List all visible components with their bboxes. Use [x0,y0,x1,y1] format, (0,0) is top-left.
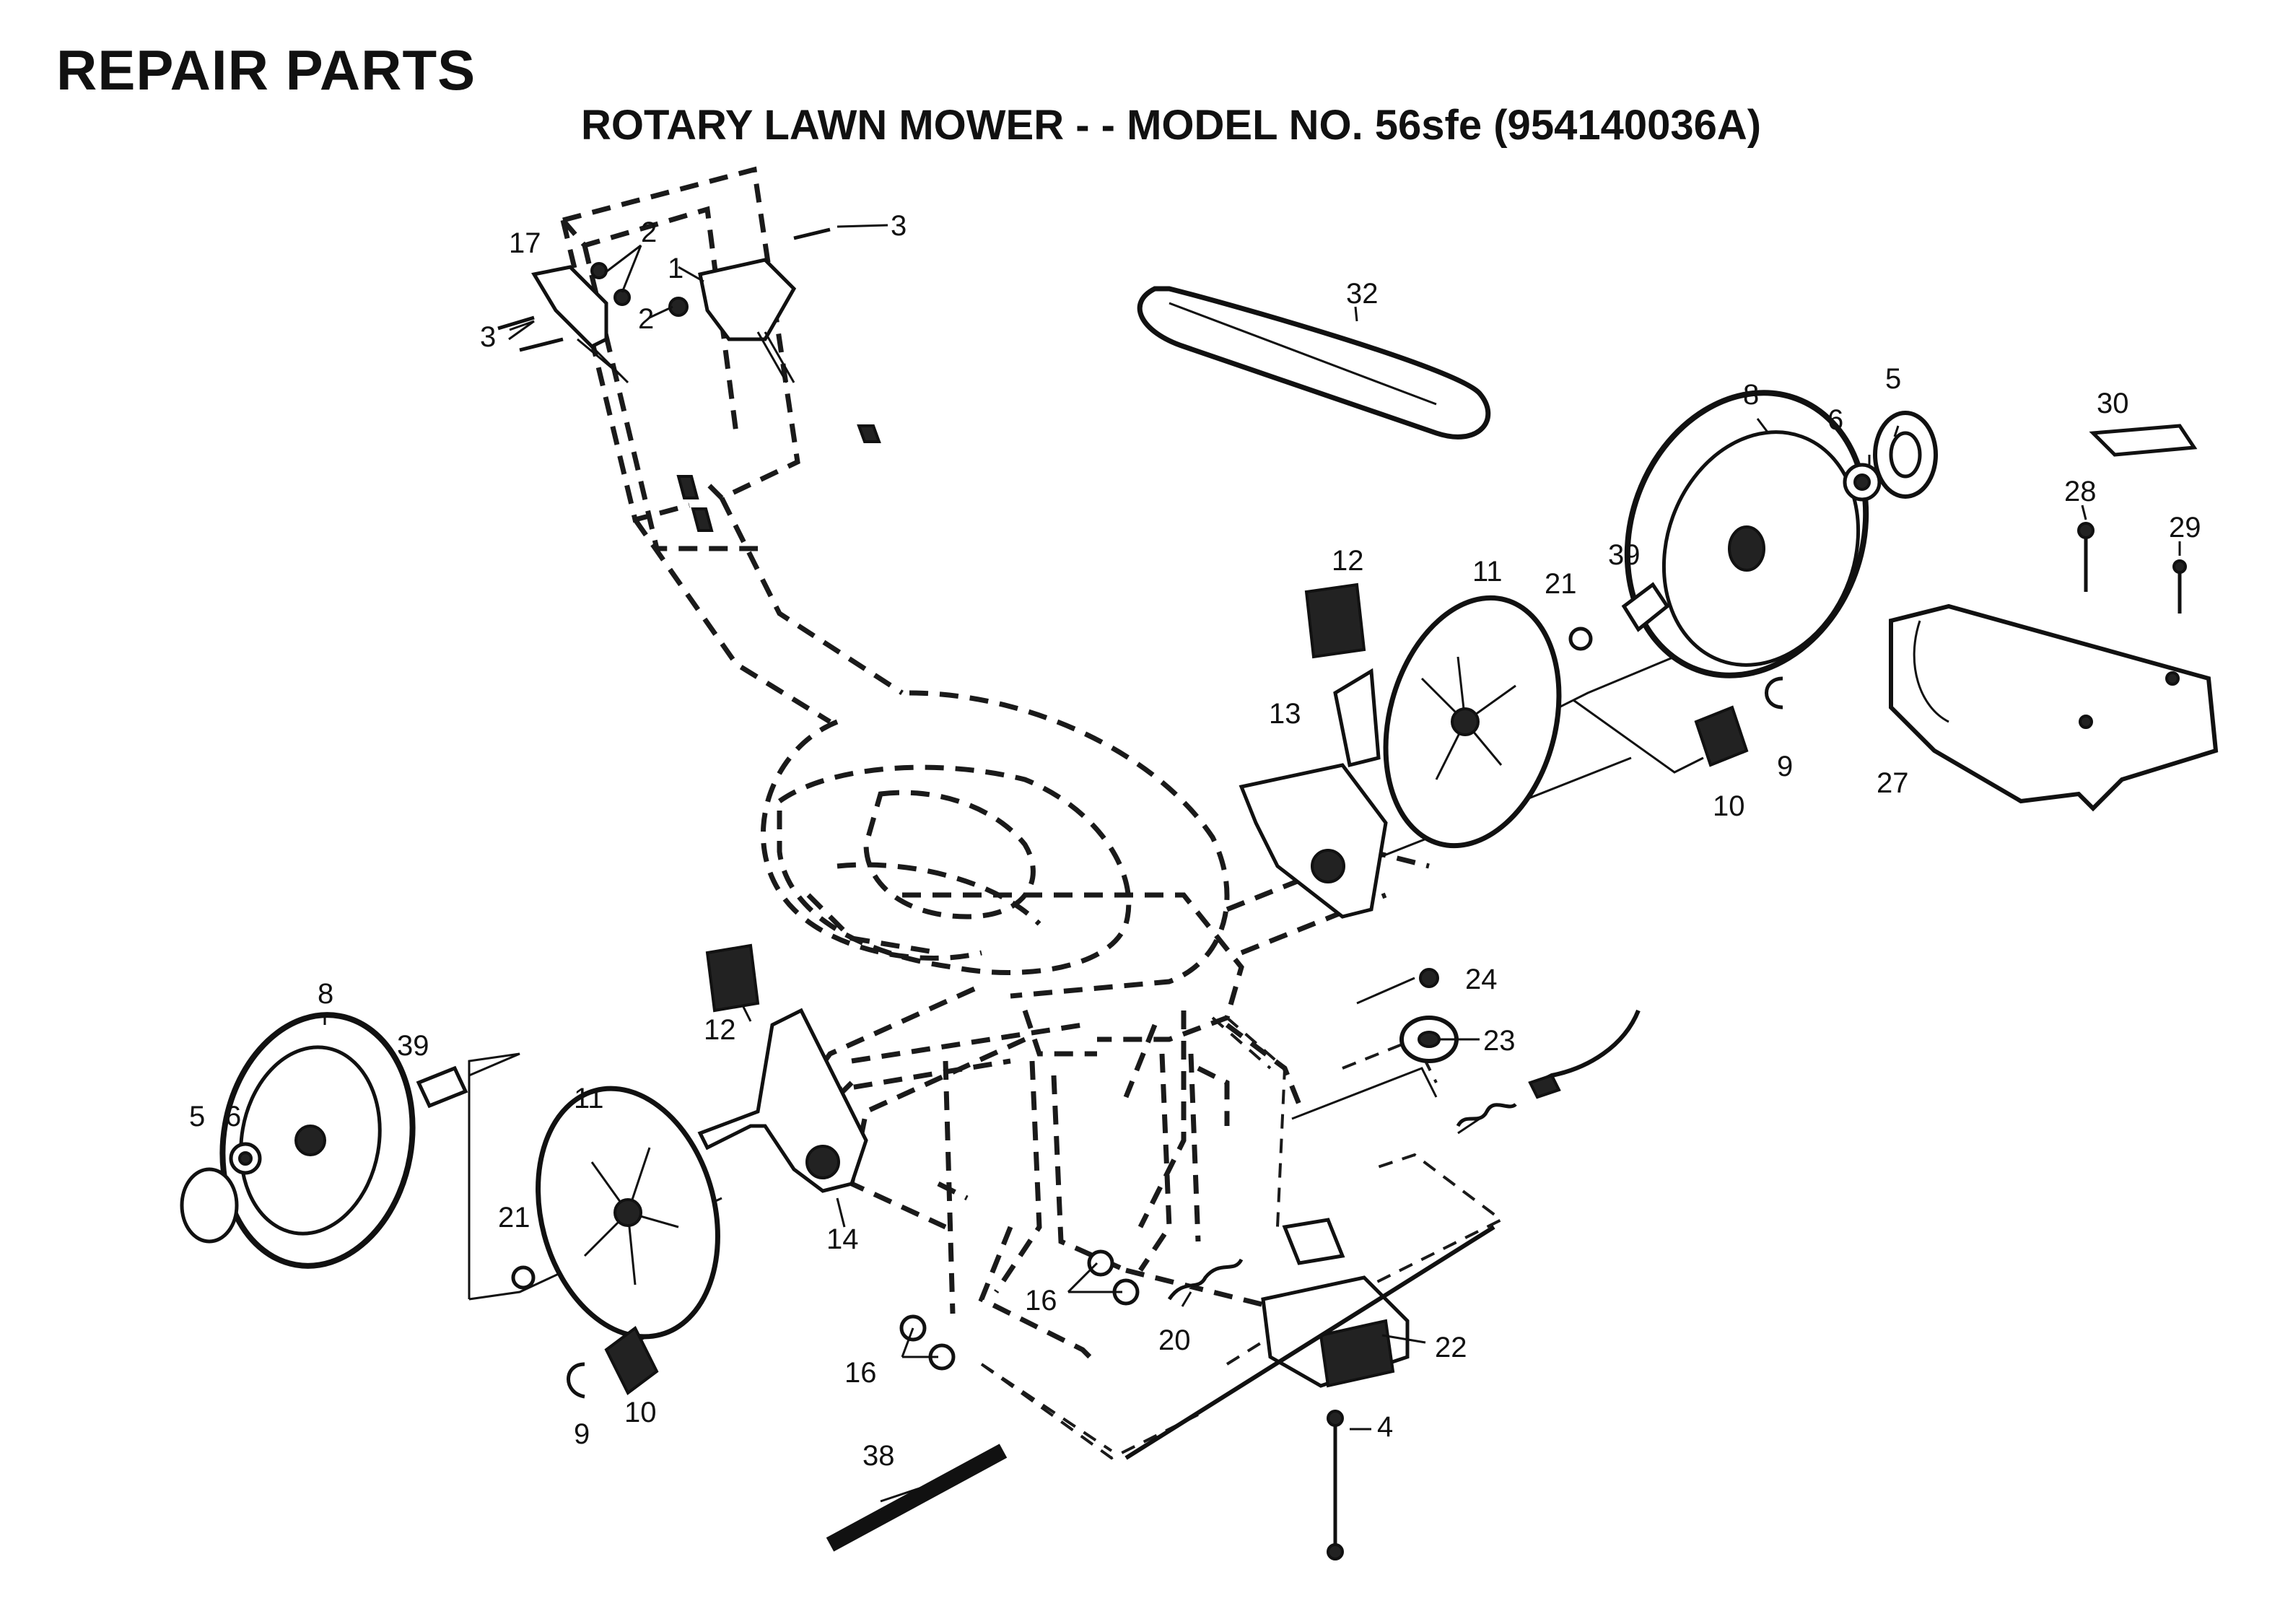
callout-10-right: 10 [1713,790,1745,822]
callout-21-right: 21 [1545,568,1577,600]
callout-22: 22 [1435,1332,1467,1363]
handle-clip [676,424,881,532]
callout-16-right: 16 [1025,1285,1057,1317]
callout-10-left: 10 [624,1397,657,1428]
spring-20 [1167,1258,1244,1301]
callout-6-right: 6 [1827,404,1843,436]
callout-labels: 3 17 2 1 2 3 32 8 5 6 30 28 29 12 11 39 … [189,210,2201,1472]
control-cable [1456,1009,1641,1135]
hubcap-5-right [1873,411,1938,499]
clip-9-right [1765,676,1783,710]
callout-12-right: 12 [1332,545,1364,577]
callout-9-left: 9 [574,1418,590,1450]
nut-16 [899,1249,1140,1371]
callout-21-left: 21 [498,1202,530,1234]
spacer-39-right [1621,582,1670,632]
callout-12-left: 12 [704,1014,736,1046]
adjuster-bracket-14 [697,1008,868,1193]
callout-3-left: 3 [480,321,496,353]
callout-20: 20 [1158,1324,1191,1356]
control-bracket-17 [531,265,629,384]
callout-27: 27 [1877,767,1909,799]
callout-14: 14 [826,1223,859,1255]
rod-38 [826,1444,1008,1552]
washer-21-right [1568,627,1593,651]
page-subtitle: ROTARY LAWN MOWER - - MODEL NO. 56sfe (9… [581,102,1762,149]
callout-8-right: 8 [1743,379,1759,411]
pinion-gear-10-left [604,1325,659,1396]
nut-24 [1419,968,1439,988]
callout-28: 28 [2064,476,2097,507]
callout-4: 4 [1377,1411,1393,1443]
wheel-11-left [536,1086,720,1340]
washer-6-right [1843,463,1882,502]
hubcap-5-left [180,1167,239,1244]
callout-38: 38 [862,1440,895,1472]
wheel-8-right [1624,390,1869,678]
callout-2-lower: 2 [638,303,654,335]
callout-29: 29 [2169,512,2201,543]
callout-11-right: 11 [1472,556,1503,588]
drive-shaft [1124,1225,1495,1460]
callout-5-left: 5 [189,1101,205,1132]
bolt-28 [2077,522,2095,592]
callout-23: 23 [1483,1025,1516,1057]
callout-6-left: 6 [225,1101,241,1132]
rear-skirt-27 [1889,603,2219,812]
control-lever-1 [698,258,797,383]
callout-24: 24 [1465,964,1498,995]
screw-3 [497,227,831,352]
spacer-39-left [416,1065,468,1109]
decal-30 [2089,424,2198,457]
callout-3-top: 3 [891,210,907,242]
wheel-8-left [219,1012,416,1269]
pinion-gear-10-right [1694,705,1749,767]
callout-leaders [323,224,2181,1503]
callout-9-right: 9 [1777,751,1793,782]
callout-8-left: 8 [318,978,333,1010]
callout-13: 13 [1269,698,1301,730]
washer-21-left [511,1265,536,1290]
page-title: REPAIR PARTS [56,38,476,102]
callout-2-upper: 2 [641,217,657,248]
callout-5-right: 5 [1885,363,1901,395]
callout-17: 17 [509,227,541,259]
callout-39-right: 39 [1608,539,1641,571]
washer-6-left [229,1142,262,1175]
handle-grip-12-left [705,943,760,1013]
handle-grip-12-right [1304,582,1366,659]
pulley-23 [1399,1016,1459,1063]
drive-belt-32 [1137,286,1491,440]
adjuster-bracket-13 [1239,668,1388,919]
callout-32: 32 [1346,278,1379,310]
bolt-4 [1327,1410,1344,1560]
callout-1: 1 [668,253,683,284]
callout-30: 30 [2097,388,2129,419]
callout-39-left: 39 [397,1030,429,1062]
callout-16-left: 16 [844,1357,877,1389]
bolt-29 [2172,559,2187,614]
wheel-11-right [1383,595,1562,849]
clip-9-left [567,1362,585,1399]
callout-11-left: 11 [574,1083,604,1114]
